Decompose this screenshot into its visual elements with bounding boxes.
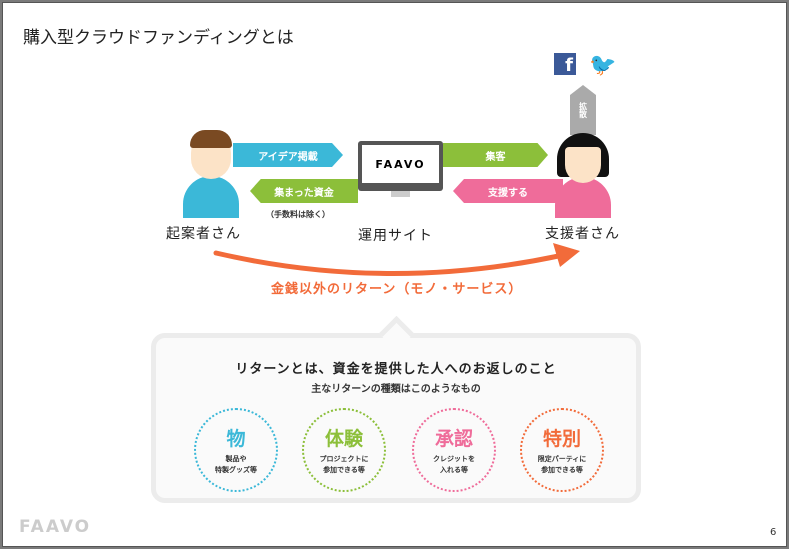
facebook-icon: f [554, 53, 576, 76]
spread-arrow: 拡散 [570, 85, 596, 135]
type-desc: 参加できる等 [541, 466, 583, 474]
idea-arrow: アイデア掲載 [233, 143, 343, 167]
fee-note: （手数料は除く） [266, 210, 330, 219]
type-desc: 参加できる等 [323, 466, 365, 474]
type-title: 物 [226, 428, 246, 450]
site-label: 運用サイト [358, 228, 433, 244]
page-number: 6 [770, 527, 777, 538]
type-desc: プロジェクトに [319, 455, 369, 463]
site-logo: FAAVO [362, 145, 439, 183]
creator-label: 起案者さん [166, 226, 241, 242]
box-subheading: 主なリターンの種類はこのようなもの [311, 384, 481, 395]
spread-label: 拡散 [578, 102, 588, 118]
type-desc: クレジットを [433, 455, 475, 463]
type-desc: 製品や [225, 455, 247, 463]
type-title: 体験 [324, 428, 363, 450]
return-type-recognition: 承認クレジットを入れる等 [412, 408, 496, 492]
type-desc: 限定パーティに [537, 455, 587, 463]
footer-logo: FAAVO [19, 517, 92, 537]
support-label: 支援する [488, 187, 528, 199]
slide-title: 購入型クラウドファンディングとは [23, 28, 294, 48]
box-heading: リターンとは、資金を提供した人へのお返しのこと [235, 362, 557, 377]
type-desc: 入れる等 [440, 466, 468, 474]
return-info-box: リターンとは、資金を提供した人へのお返しのこと 主なリターンの種類はこのようなも… [151, 315, 641, 503]
idea-label: アイデア掲載 [258, 151, 318, 163]
funds-label: 集まった資金 [274, 187, 334, 199]
return-type-experience: 体験プロジェクトに参加できる等 [302, 408, 386, 492]
funds-arrow: 集まった資金 [250, 179, 358, 203]
type-title: 特別 [542, 428, 581, 450]
return-caption: 金銭以外のリターン（モノ・サービス） [271, 282, 523, 297]
attract-label: 集客 [485, 151, 506, 163]
return-type-goods: 物製品や特製グッズ等 [194, 408, 278, 492]
return-type-special: 特別限定パーティに参加できる等 [520, 408, 604, 492]
supporter-illustration [555, 133, 611, 218]
return-arrow [213, 243, 580, 276]
type-title: 承認 [434, 428, 473, 450]
supporter-label: 支援者さん [545, 226, 620, 242]
support-arrow: 支援する [453, 179, 563, 203]
type-desc: 特製グッズ等 [215, 466, 257, 474]
monitor-illustration: FAAVO [358, 141, 443, 201]
twitter-icon: 🐦 [589, 53, 617, 78]
creator-illustration [183, 128, 239, 218]
attract-arrow: 集客 [443, 143, 548, 167]
